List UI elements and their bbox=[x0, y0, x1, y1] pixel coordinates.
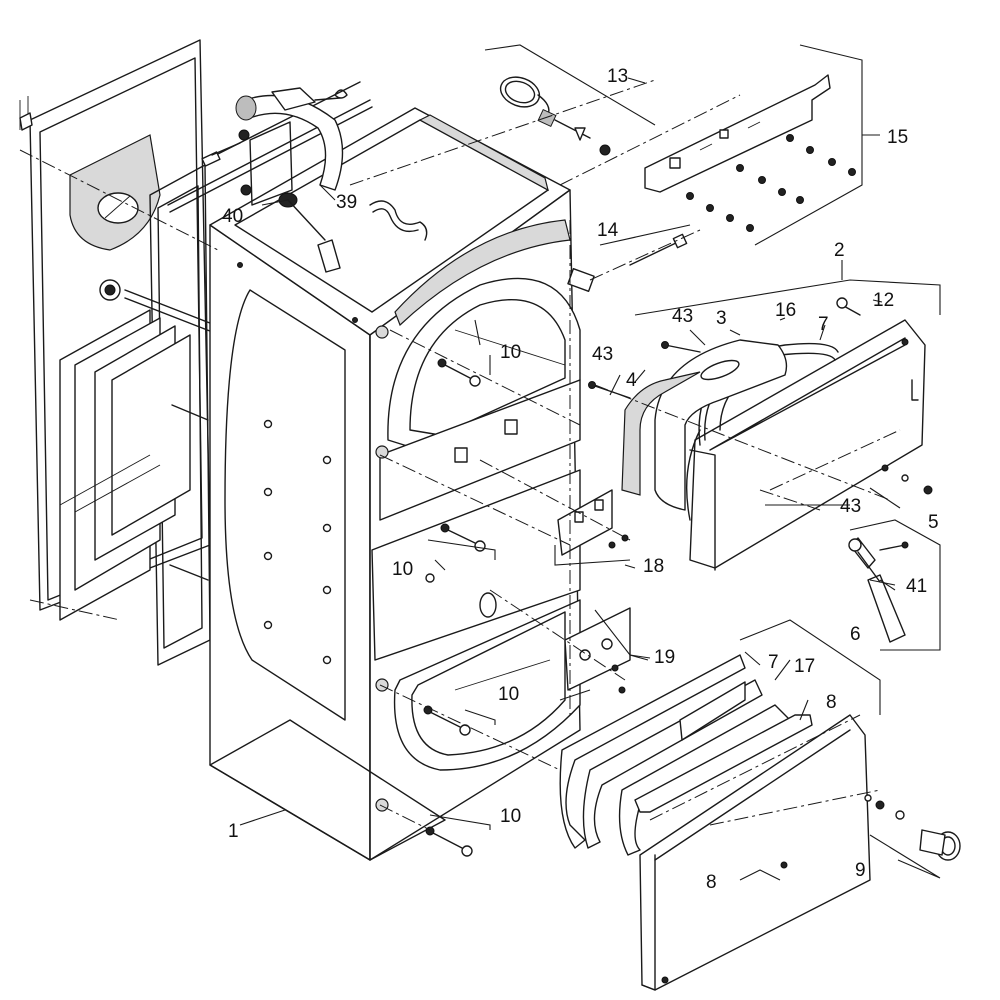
callout-10-b: 10 bbox=[392, 559, 413, 580]
callout-10-a: 10 bbox=[500, 342, 521, 363]
callout-13: 13 bbox=[607, 66, 628, 87]
centre-lines bbox=[19, 79, 901, 831]
callout-1: 1 bbox=[228, 821, 239, 842]
callout-12: 12 bbox=[873, 290, 894, 311]
part-13-sensor-cable bbox=[499, 76, 611, 156]
callout-15: 15 bbox=[887, 127, 908, 148]
callout-7-lower: 7 bbox=[768, 652, 779, 673]
callout-43-a: 43 bbox=[672, 306, 693, 327]
part-15-bracket bbox=[644, 74, 856, 232]
part-10-eye-bolts bbox=[423, 358, 486, 857]
callout-7-upper: 7 bbox=[818, 314, 829, 335]
callout-2: 2 bbox=[834, 240, 845, 261]
heat-exchanger-fins bbox=[59, 309, 191, 621]
part-2-upper-door bbox=[588, 297, 933, 571]
part-19-plate bbox=[479, 592, 631, 694]
callout-17: 17 bbox=[794, 656, 815, 677]
callout-6: 6 bbox=[850, 624, 861, 645]
callout-10-c: 10 bbox=[498, 684, 519, 705]
callout-16: 16 bbox=[775, 300, 796, 321]
callout-39: 39 bbox=[336, 192, 357, 213]
callout-3: 3 bbox=[716, 308, 727, 329]
part-18-plate bbox=[557, 489, 629, 556]
callout-40: 40 bbox=[222, 206, 243, 227]
callout-43-b: 43 bbox=[592, 344, 613, 365]
callout-19: 19 bbox=[654, 647, 675, 668]
part-14-pin bbox=[567, 233, 688, 292]
part-5-handle bbox=[848, 537, 909, 643]
callout-8-upper: 8 bbox=[826, 692, 837, 713]
main-cabinet bbox=[209, 107, 581, 861]
leader-lines bbox=[239, 44, 941, 881]
callout-labels: 1 2 3 4 5 6 7 7 8 8 9 10 10 10 10 12 13 … bbox=[222, 66, 939, 893]
callout-41: 41 bbox=[906, 576, 927, 597]
callout-18: 18 bbox=[643, 556, 664, 577]
part-6-lower-door bbox=[559, 654, 961, 991]
callout-5: 5 bbox=[928, 512, 939, 533]
callout-9: 9 bbox=[855, 860, 866, 881]
callout-14: 14 bbox=[597, 220, 619, 241]
callout-4: 4 bbox=[626, 370, 637, 391]
callout-10-d: 10 bbox=[500, 806, 521, 827]
top-rear-bracket bbox=[249, 87, 348, 206]
callout-8-lower: 8 bbox=[706, 872, 717, 893]
callout-43-c: 43 bbox=[840, 496, 861, 517]
